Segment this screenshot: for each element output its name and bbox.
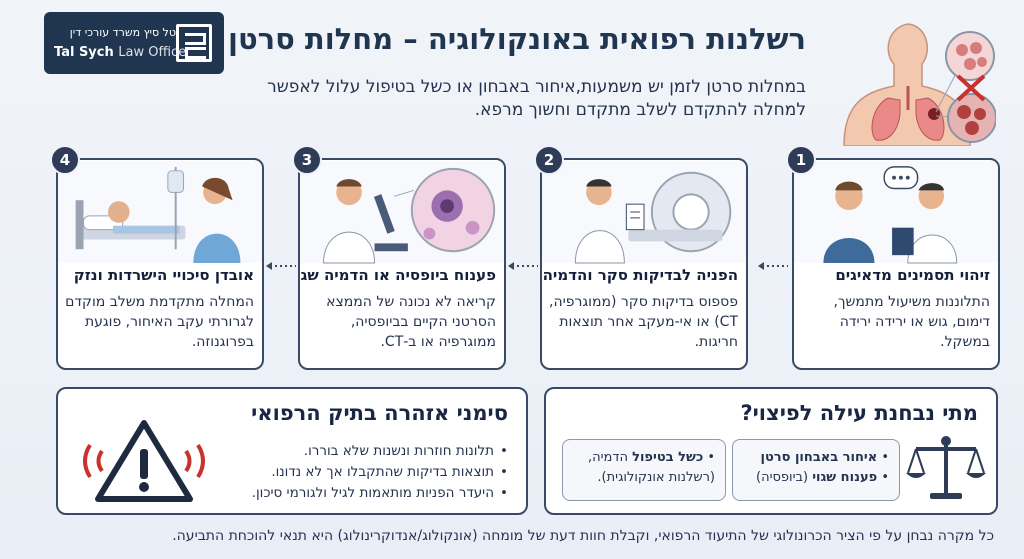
- microscope-pathology-illustration: [300, 161, 504, 264]
- step-3-title: פענוח ביופסיה או הדמיה שגוי: [298, 266, 496, 284]
- warning-signs-panel: סימני אזהרה בתיק הרפואי תלונות חוזרות ונ…: [56, 387, 528, 515]
- scale-icon: [906, 436, 986, 499]
- claim-box-treatment: • כשל בטיפול הדמיה, (רשלנות אונקולוגית).: [562, 439, 726, 501]
- page-title: רשלנות רפואית באונקולוגיה – מחלות סרטן: [228, 22, 806, 56]
- step-2-title: הפניה לבדיקות סקר והדמיה: [542, 266, 738, 284]
- logo-english-bold: Tal Sych: [54, 45, 114, 60]
- claim-box-diagnosis-line1: • איחור באבחון סרטן: [760, 450, 889, 465]
- step-1-body: התלוננות משיעול מתמשך, דימום, גוש או ירי…: [833, 294, 990, 350]
- flow-arrow-icon: [758, 262, 788, 270]
- law-office-logo: טל סיץ משרד עורכי דין Tal Sych Law Offic…: [44, 12, 224, 74]
- warning-panel-title: סימני אזהרה בתיק הרפואי: [251, 401, 508, 425]
- step-card-1: זיהוי תסמינים מדאיגים התלוננות משיעול מת…: [792, 158, 1000, 370]
- warning-item: היעדר הפניות מותאמות לגיל ולגורמי סיכון.: [218, 483, 508, 504]
- claim-box-treatment-line2: (רשלנות אונקולוגית).: [597, 470, 715, 485]
- warning-item: תלונות חוזרות ונשנות שלא בוררו.: [218, 441, 508, 462]
- warning-item: תוצאות בדיקות שהתקבלו אך לא נדונו.: [218, 462, 508, 483]
- patient-doctor-consult-illustration: [794, 161, 998, 264]
- step-3-body: קריאה לא נכונה של הממצא הסרטני הקיים בבי…: [326, 294, 496, 350]
- logo-mark-icon: [176, 24, 212, 62]
- flow-arrow-icon: [508, 262, 538, 270]
- step-1-title: זיהוי תסמינים מדאיגים: [835, 266, 990, 284]
- step-card-2: הפניה לבדיקות סקר והדמיה פספוס בדיקות סק…: [540, 158, 748, 370]
- hospital-bed-nurse-illustration: [58, 161, 262, 263]
- step-card-3: פענוח ביופסיה או הדמיה שגוי קריאה לא נכו…: [298, 158, 506, 370]
- step-number-4: 4: [50, 145, 80, 175]
- intro-text: במחלות סרטן לזמן יש משמעות,איחור באבחון …: [267, 77, 806, 120]
- step-4-body: המחלה מתקדמת משלב מוקדם לגרורתי עקב האיח…: [65, 294, 254, 350]
- claim-panel-title: מתי נבחנת עילה לפיצוי?: [740, 401, 978, 425]
- claim-box-treatment-line1: • כשל בטיפול הדמיה,: [588, 450, 715, 465]
- logo-english-text: Tal Sych Law Office: [54, 45, 224, 60]
- step-4-title: אובדן סיכויי הישרדות ונזק: [73, 266, 254, 284]
- step-2-body: פספוס בדיקות סקר (ממוגרפיה, CT) או אי-מע…: [549, 294, 738, 350]
- step-number-badge-3: 3: [292, 145, 322, 175]
- step-number-3: 3: [292, 145, 322, 175]
- ct-scanner-doctor-illustration: [542, 161, 746, 264]
- flow-arrow-icon: [266, 262, 296, 270]
- warning-signs-list: תלונות חוזרות ונשנות שלא בוררו. תוצאות ב…: [218, 441, 508, 504]
- footer-disclaimer: כל מקרה נבחן על פי הציר הכרונולוגי של הת…: [172, 528, 994, 544]
- step-number-2: 2: [534, 145, 564, 175]
- anatomy-lungs-icon: [843, 23, 996, 146]
- step-number-badge-4: 4: [50, 145, 80, 175]
- step-number-1: 1: [786, 145, 816, 175]
- step-number-badge-1: 1: [786, 145, 816, 175]
- claim-box-diagnosis-line2: • פענוח שגוי (ביופסיה): [756, 470, 889, 485]
- logo-english-light: Law Office: [118, 45, 187, 60]
- claim-box-diagnosis: • איחור באבחון סרטן • פענוח שגוי (ביופסי…: [732, 439, 900, 501]
- logo-hebrew-text: טל סיץ משרד עורכי דין: [69, 26, 176, 39]
- claim-criteria-panel: מתי נבחנת עילה לפיצוי? • איחור באבחון סר…: [544, 387, 998, 515]
- warning-triangle-icon: [83, 420, 205, 502]
- step-card-4: אובדן סיכויי הישרדות ונזק המחלה מתקדמת מ…: [56, 158, 264, 370]
- step-number-badge-2: 2: [534, 145, 564, 175]
